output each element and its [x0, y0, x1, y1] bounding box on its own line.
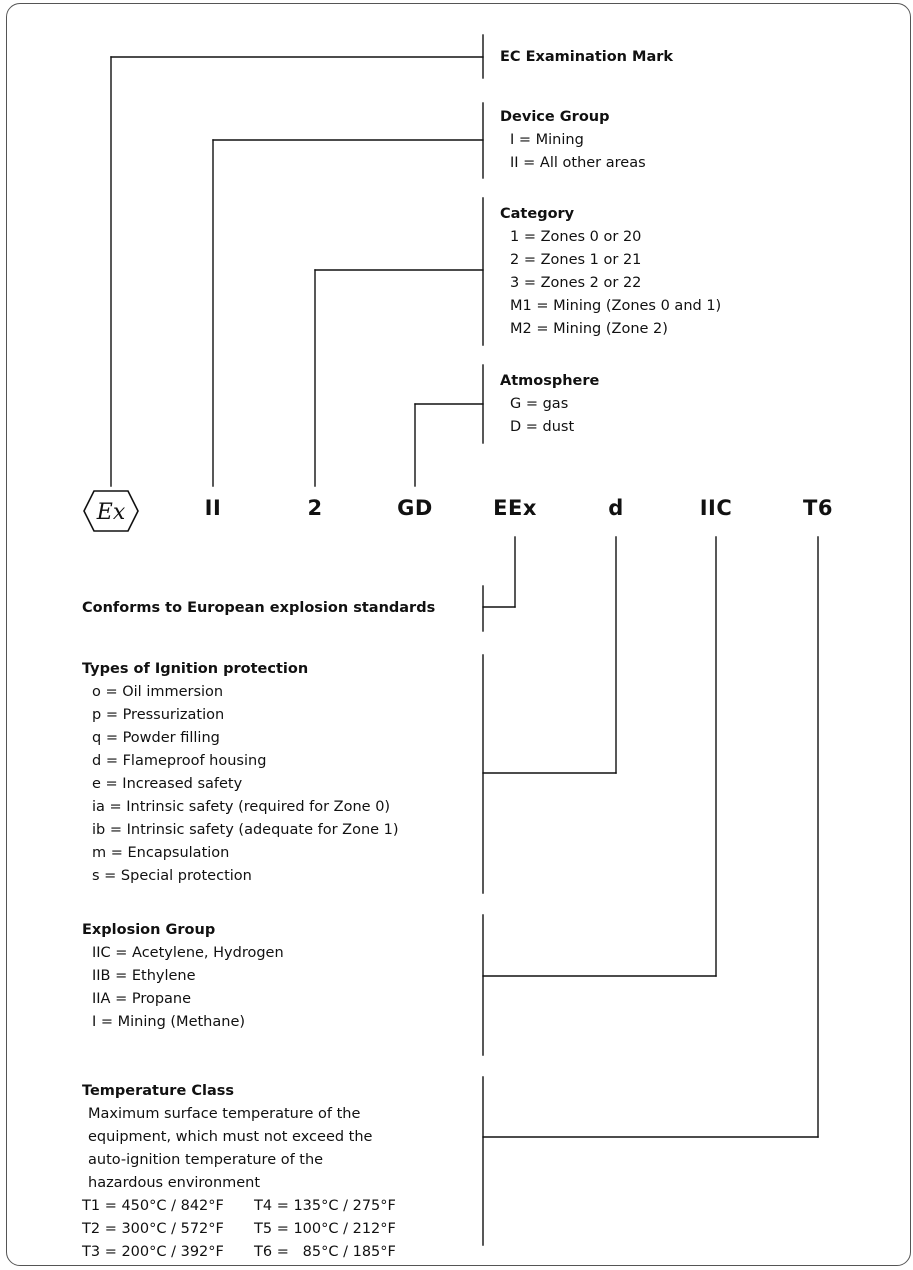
explosion-group-item: IIA = Propane: [92, 991, 192, 1007]
ignition-item: ia = Intrinsic safety (required for Zone…: [92, 799, 391, 815]
code-ignition-type: d: [608, 496, 624, 520]
ex-symbol-text: Ex: [96, 500, 126, 525]
explosion-group-item: I = Mining (Methane): [92, 1014, 246, 1030]
code-eex: EEx: [493, 496, 537, 520]
ignition-item: e = Increased safety: [92, 776, 243, 792]
explosion-group-block: Explosion Group IIC = Acetylene, Hydroge…: [82, 919, 284, 1034]
code-explosion-group: IIC: [699, 496, 733, 520]
atmosphere-block: Atmosphere G = gas D = dust: [500, 370, 599, 439]
temperature-class-item: T3 = 200°C / 392°F: [82, 1244, 224, 1260]
ignition-item: s = Special protection: [92, 868, 252, 884]
temperature-block: Temperature Class Maximum surface temper…: [82, 1080, 396, 1264]
explosion-group-item: IIB = Ethylene: [92, 968, 196, 984]
temperature-class-item: T5 = 100°C / 212°F: [254, 1221, 396, 1237]
category-item: 3 = Zones 2 or 22: [510, 275, 642, 291]
ex-hexagon-icon: Ex: [83, 490, 139, 532]
ignition-item: q = Powder filling: [92, 730, 220, 746]
atmosphere-item: D = dust: [510, 419, 575, 435]
diagram-frame: [6, 3, 911, 1266]
temperature-class-item: T6 = 85°C / 185°F: [254, 1244, 396, 1260]
temperature-title: Temperature Class: [82, 1083, 235, 1099]
category-item: M1 = Mining (Zones 0 and 1): [510, 298, 722, 314]
temperature-class-table: T1 = 450°C / 842°F T4 = 135°C / 275°F T2…: [82, 1195, 396, 1264]
atmosphere-title: Atmosphere: [500, 373, 600, 389]
code-device-group: II: [204, 496, 222, 520]
temperature-description-line: Maximum surface temperature of the: [88, 1106, 361, 1122]
explosion-group-title: Explosion Group: [82, 922, 216, 938]
temperature-description-line: equipment, which must not exceed the: [88, 1129, 373, 1145]
ec-mark-title: EC Examination Mark: [500, 49, 674, 65]
category-title: Category: [500, 206, 575, 222]
ignition-block: Types of Ignition protection o = Oil imm…: [82, 658, 399, 888]
device-group-block: Device Group I = Mining II = All other a…: [500, 106, 646, 175]
temperature-class-item: T2 = 300°C / 572°F: [82, 1221, 224, 1237]
code-category: 2: [307, 496, 323, 520]
ignition-item: m = Encapsulation: [92, 845, 230, 861]
conforms-block: Conforms to European explosion standards: [82, 597, 435, 620]
category-item: M2 = Mining (Zone 2): [510, 321, 668, 337]
temperature-class-item: T1 = 450°C / 842°F: [82, 1198, 224, 1214]
category-block: Category 1 = Zones 0 or 20 2 = Zones 1 o…: [500, 203, 721, 341]
device-group-item: II = All other areas: [510, 155, 646, 171]
category-item: 1 = Zones 0 or 20: [510, 229, 642, 245]
category-item: 2 = Zones 1 or 21: [510, 252, 642, 268]
device-group-title: Device Group: [500, 109, 610, 125]
ignition-item: p = Pressurization: [92, 707, 225, 723]
conforms-title: Conforms to European explosion standards: [82, 600, 436, 616]
device-group-item: I = Mining: [510, 132, 584, 148]
code-temperature-class: T6: [803, 496, 833, 520]
explosion-group-item: IIC = Acetylene, Hydrogen: [92, 945, 284, 961]
atmosphere-item: G = gas: [510, 396, 569, 412]
code-atmosphere: GD: [397, 496, 433, 520]
temperature-description-line: hazardous environment: [88, 1175, 261, 1191]
ignition-item: ib = Intrinsic safety (adequate for Zone…: [92, 822, 399, 838]
ignition-title: Types of Ignition protection: [82, 661, 309, 677]
ec-mark-block: EC Examination Mark: [500, 46, 673, 69]
temperature-class-item: T4 = 135°C / 275°F: [254, 1198, 396, 1214]
ignition-item: o = Oil immersion: [92, 684, 224, 700]
ignition-item: d = Flameproof housing: [92, 753, 267, 769]
temperature-description-line: auto-ignition temperature of the: [88, 1152, 324, 1168]
